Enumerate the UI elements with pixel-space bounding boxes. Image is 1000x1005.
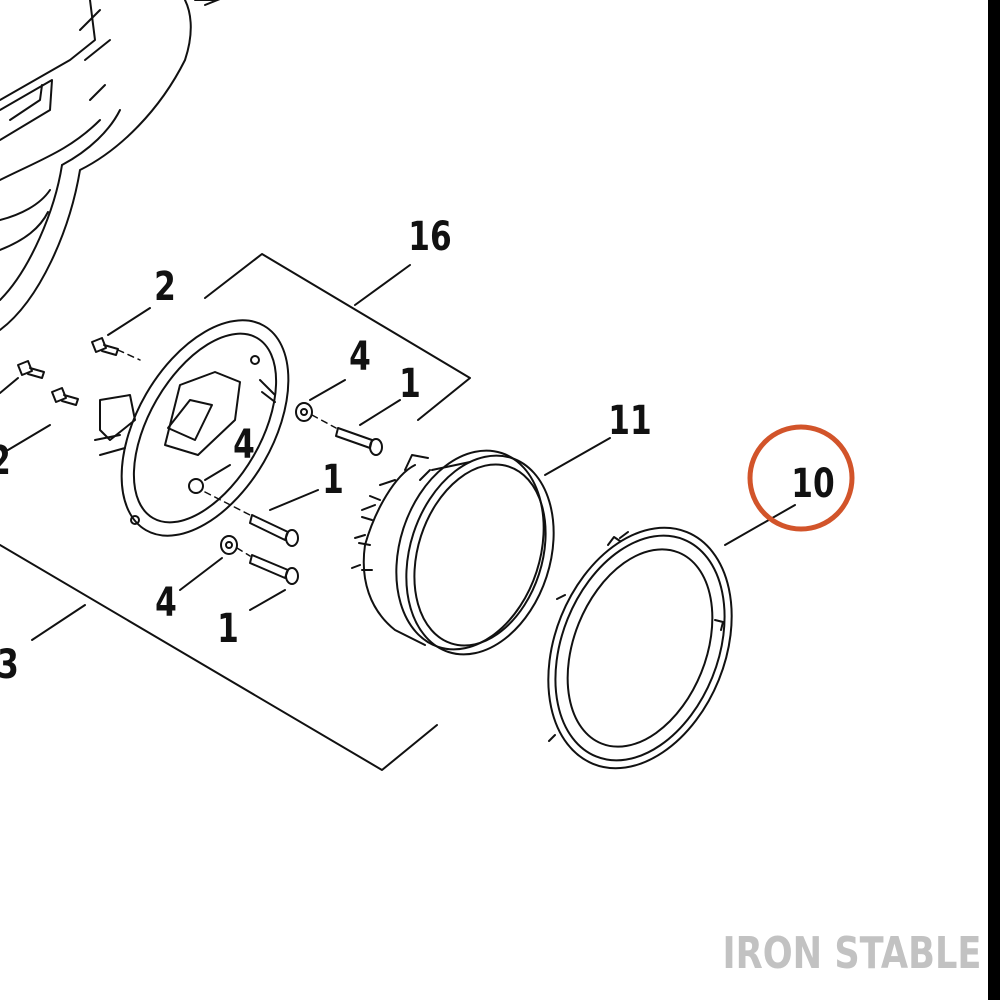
brand-watermark: IRON STABLE [723,928,982,979]
screw-icon [17,360,45,379]
led-headlamp-icon [351,449,555,656]
bracket-16-leader [204,253,471,421]
right-edge-bar [988,0,1000,1000]
alignment-dash [117,349,337,557]
bolt-icon [249,514,299,547]
callout-1-upper: 1 [399,361,421,407]
callout-4-middle: 4 [233,422,255,468]
bolt-icon [249,554,299,585]
callout-4-upper: 4 [349,334,371,380]
fairing-housing-icon [0,0,221,331]
callout-10: 10 [791,461,834,507]
callout-1-middle: 1 [322,457,344,503]
leader-lines [0,307,796,611]
trim-ring-icon [547,526,733,770]
washer-icon [220,535,238,555]
washer-icon [295,402,313,422]
callout-2-lower: 2 [0,438,11,484]
screw-icon [91,337,119,356]
bracket-3-leader [0,544,438,771]
callout-4-lower: 4 [155,580,177,626]
mounting-ring-icon [94,319,290,537]
bolt-icon [335,427,383,456]
callout-16: 16 [408,214,451,260]
screw-icon [51,387,79,406]
highlight-circle [747,424,855,532]
callout-2-upper: 2 [154,264,176,310]
callout-3: 3 [0,642,19,688]
callout-11: 11 [608,398,651,444]
callout-1-lower: 1 [217,606,239,652]
